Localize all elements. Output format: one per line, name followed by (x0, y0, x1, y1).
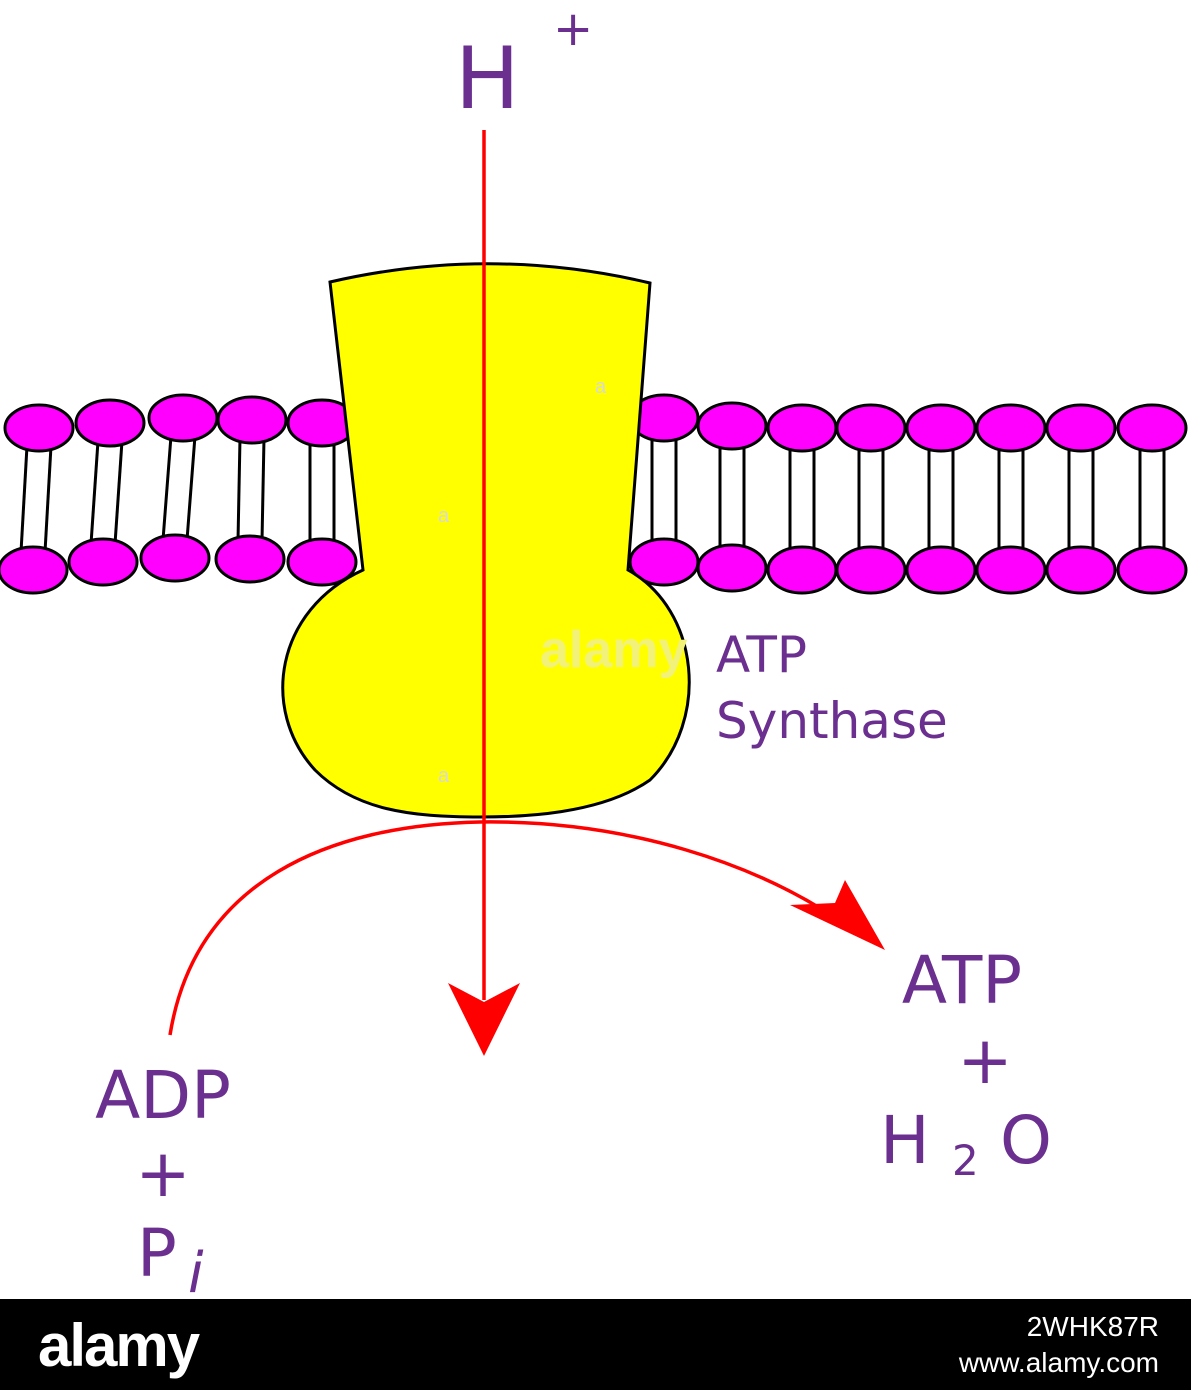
lipid-head-inner-right (1116, 545, 1188, 595)
lipid-head-inner-right (766, 545, 838, 595)
lipid-tails-right (650, 436, 1166, 552)
reactant-phosphate-label: P (137, 1215, 177, 1292)
lipid-head-outer-right (766, 403, 838, 453)
lipid-head-inner-left (214, 534, 286, 584)
reaction-arrow (168, 820, 862, 1036)
lipid-head-outer-left (147, 393, 219, 443)
lipid-head-outer-left (3, 403, 75, 453)
product-water-subscript: 2 (952, 1136, 979, 1185)
lipid-head-inner-left (286, 537, 358, 587)
lipid-head-inner-right (1045, 545, 1117, 595)
image-id: 2WHK87R (1026, 1311, 1159, 1342)
lipid-tail (113, 440, 124, 545)
lipid-tail (89, 440, 100, 545)
lipid-head-outer-right (1045, 403, 1117, 453)
lipid-head-inner-left (67, 537, 139, 587)
product-water-o: O (1000, 1102, 1052, 1179)
lipid-heads-right (628, 393, 1188, 595)
reaction-arrowhead (790, 880, 885, 950)
atp-synthase-diagram: a a a alamy H + ATP Synthase ADP + P i A… (0, 1, 1188, 1300)
lipid-tail (236, 437, 242, 542)
lipid-head-inner-right (975, 545, 1047, 595)
lipid-head-inner-right (905, 545, 977, 595)
lipid-head-inner-right (835, 545, 907, 595)
lipid-tails-left (19, 435, 336, 553)
watermark-mark: a (438, 505, 450, 527)
lipid-head-outer-right (905, 403, 977, 453)
lipid-head-outer-right (835, 403, 907, 453)
watermark-mark: a (438, 765, 450, 787)
watermark-bar: alamy 2WHK87R www.alamy.com (0, 1299, 1191, 1390)
enzyme-label-line2: Synthase (716, 692, 948, 750)
site-url: www.alamy.com (958, 1347, 1159, 1378)
proton-arrowhead (448, 983, 520, 1056)
enzyme-label-line1: ATP (716, 626, 807, 684)
lipid-tail (260, 437, 266, 542)
proton-label: H (455, 29, 520, 129)
image-id-block: 2WHK87R www.alamy.com (959, 1309, 1159, 1381)
atp-synthase-protein (281, 262, 691, 819)
reactant-adp-label: ADP (95, 1057, 231, 1134)
product-plus-sign: + (957, 1022, 1012, 1099)
product-atp-label: ATP (902, 942, 1022, 1019)
lipid-head-inner-right (696, 543, 768, 593)
watermark-mark: a (595, 376, 607, 398)
lipid-head-outer-right (975, 403, 1047, 453)
lipid-head-outer-left (74, 398, 146, 448)
proton-charge-label: + (553, 1, 593, 57)
lipid-tail (43, 445, 53, 553)
reactant-plus-sign: + (135, 1135, 190, 1212)
lipid-heads-left (0, 393, 358, 595)
alamy-logo: alamy (38, 1312, 200, 1379)
lipid-tail (19, 445, 29, 553)
lipid-tail (185, 435, 197, 541)
lipid-head-outer-right (1116, 403, 1188, 453)
lipid-head-outer-right (696, 401, 768, 451)
watermark-center: alamy (540, 621, 688, 679)
reactant-phosphate-subscript: i (188, 1241, 204, 1300)
product-water-h: H (880, 1102, 930, 1179)
lipid-head-outer-left (216, 395, 288, 445)
lipid-head-inner-left (139, 533, 211, 583)
lipid-head-inner-left (0, 545, 69, 595)
lipid-tail (161, 435, 173, 541)
